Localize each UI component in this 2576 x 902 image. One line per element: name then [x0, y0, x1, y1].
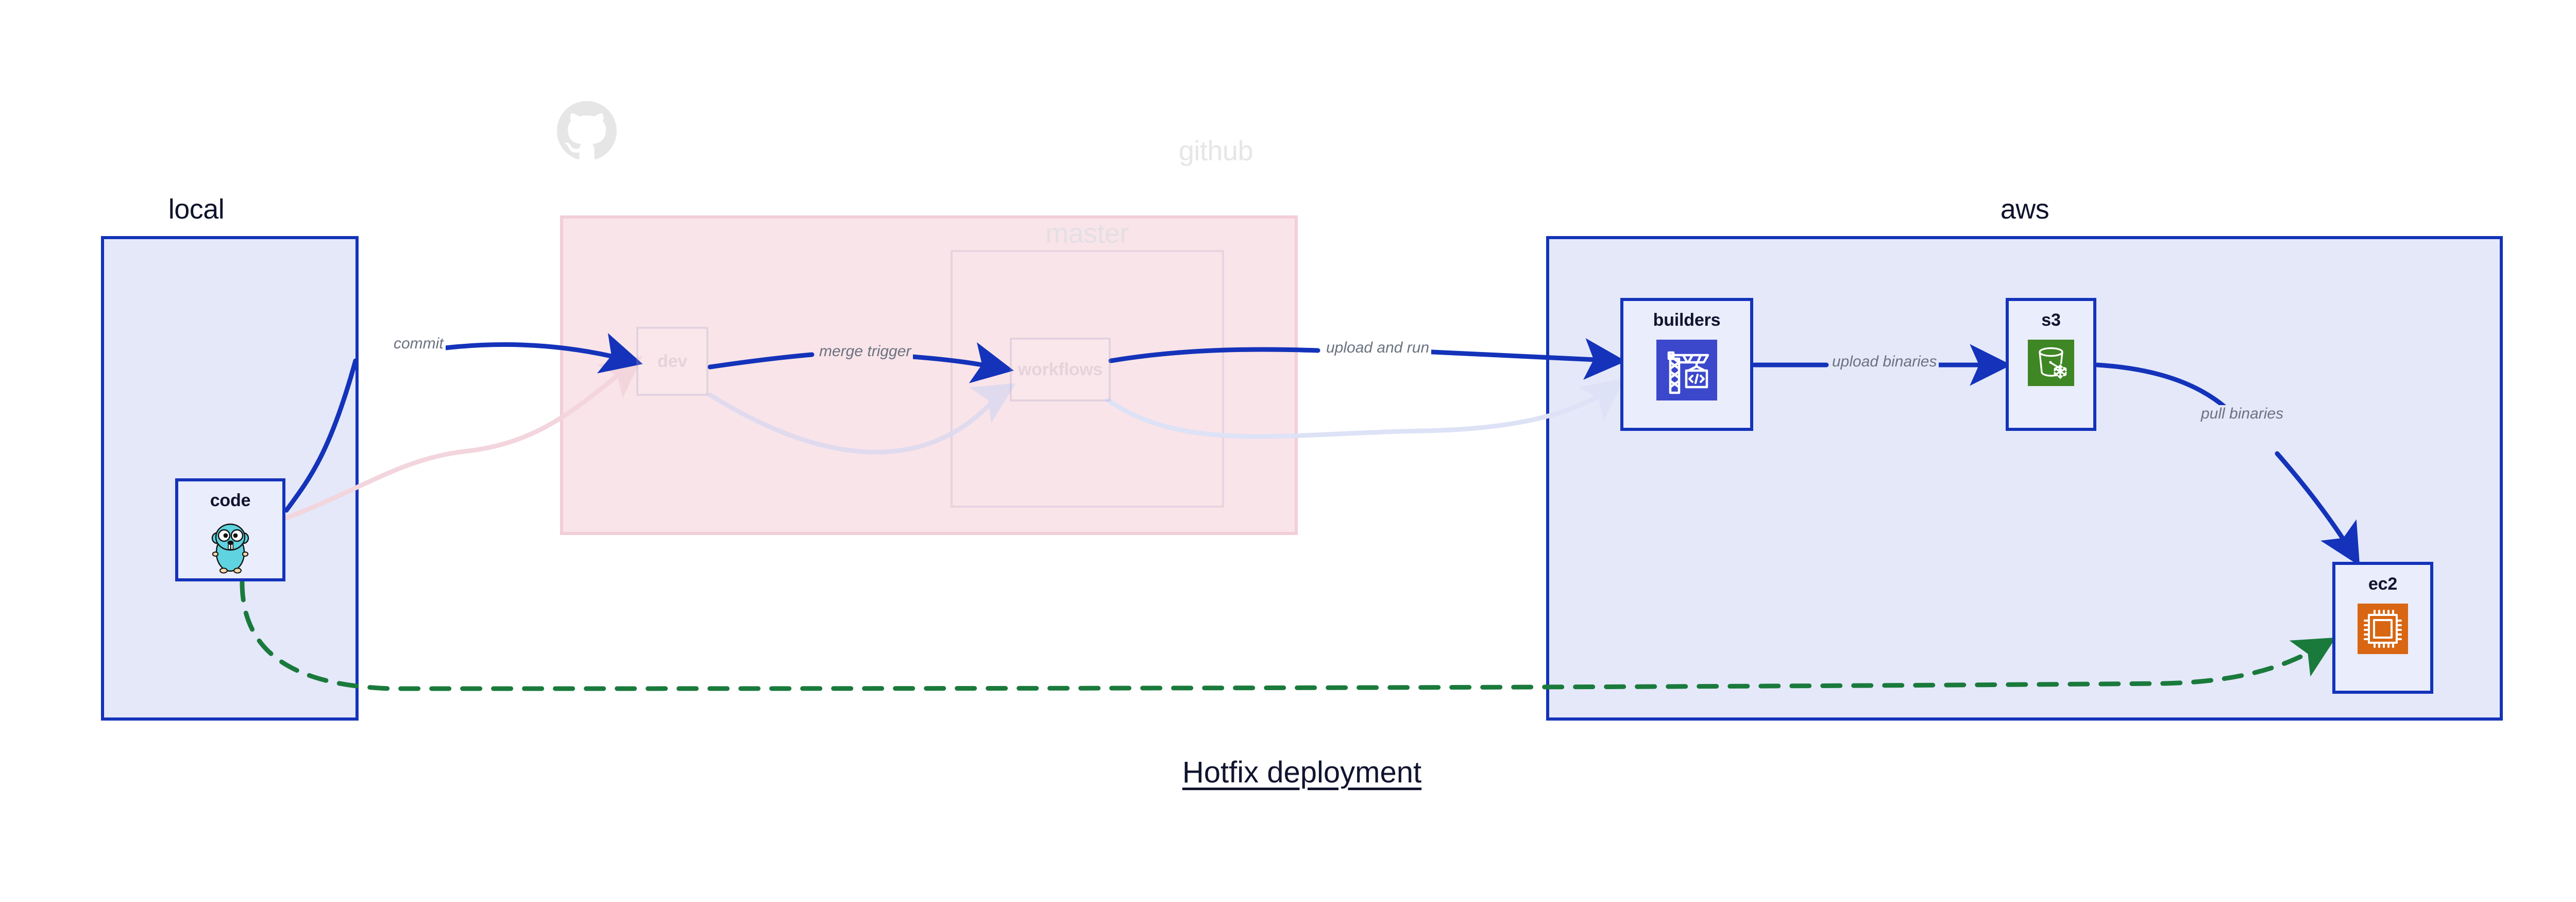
go-gopher-icon	[208, 520, 252, 576]
group-github	[560, 215, 1298, 535]
group-label-aws: aws	[2000, 194, 2049, 225]
node-workflows[interactable]: workflows	[1010, 338, 1111, 402]
node-workflows-label: workflows	[1018, 359, 1103, 379]
aws-s3-glacier-icon	[2028, 340, 2074, 389]
node-ec2[interactable]: ec2	[2332, 562, 2433, 694]
node-builders-label: builders	[1653, 310, 1721, 330]
diagram-title: Hotfix deployment	[1182, 756, 1422, 789]
edge-label-merge-trigger: merge trigger	[817, 343, 913, 360]
edge-label-commit: commit	[392, 335, 446, 353]
edge-label-pull-binaries: pull binaries	[2199, 405, 2286, 423]
node-code[interactable]: code	[175, 478, 285, 581]
node-dev-label: dev	[657, 351, 687, 371]
node-s3[interactable]: s3	[2006, 298, 2096, 431]
group-label-master: master	[1045, 218, 1129, 249]
node-s3-label: s3	[2041, 310, 2061, 330]
node-ec2-label: ec2	[2368, 574, 2398, 594]
group-label-local: local	[168, 194, 225, 225]
edge-label-upload-and-run: upload and run	[1324, 339, 1432, 357]
node-builders[interactable]: builders	[1620, 298, 1753, 431]
node-dev[interactable]: dev	[636, 327, 708, 396]
github-logo-icon	[557, 101, 617, 160]
aws-ec2-icon	[2358, 604, 2408, 657]
aws-codebuild-icon	[1656, 340, 1717, 403]
edge-label-upload-binaries: upload binaries	[1830, 353, 1939, 371]
node-code-label: code	[210, 491, 251, 510]
group-label-github: github	[1178, 136, 1253, 166]
group-master	[951, 250, 1224, 508]
